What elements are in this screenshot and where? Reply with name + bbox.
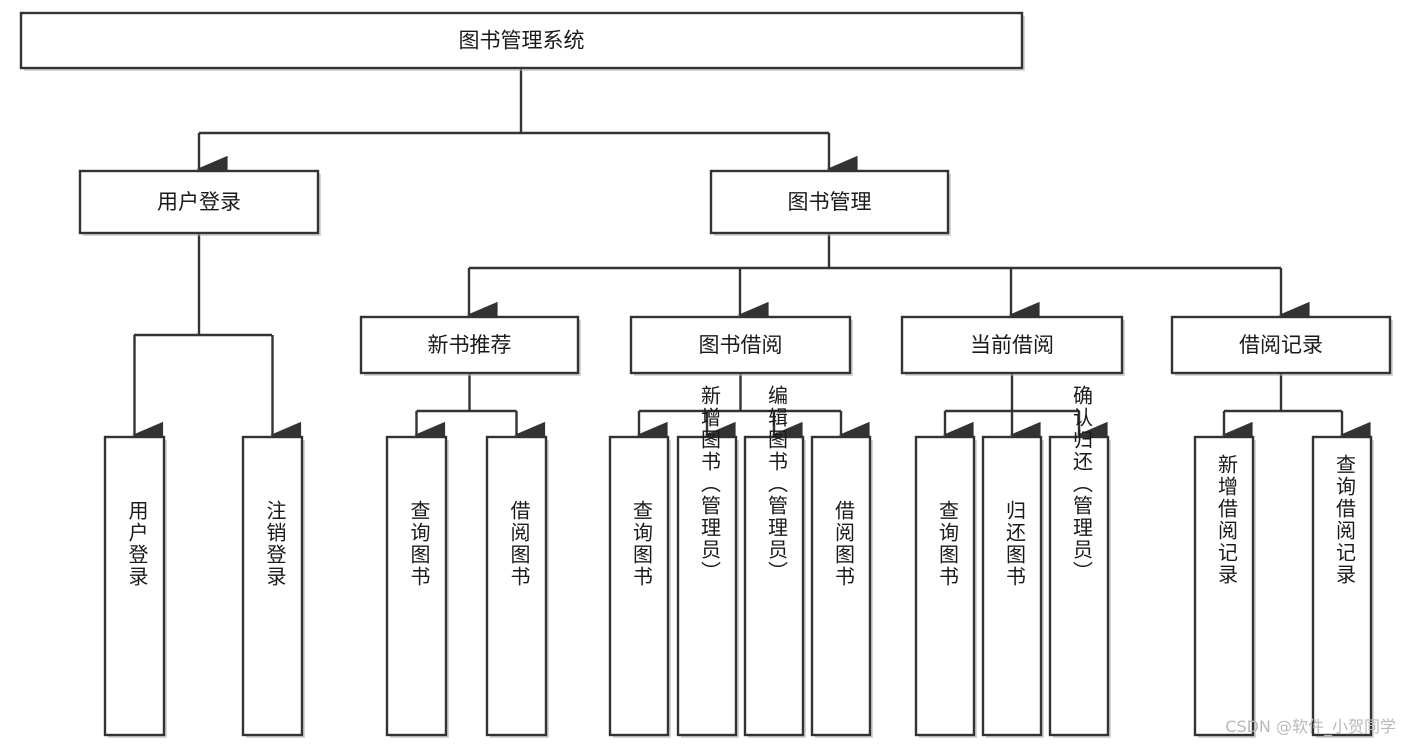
node-leaf-8[interactable]: 查询图书 [914,435,976,737]
node-level3-1-label: 图书借阅 [699,333,783,357]
node-leaf-11[interactable]: 新增借阅记录 [1193,435,1255,737]
node-leaf-6[interactable]: 编辑图书（管理员） [743,385,805,737]
node-level3-0-box[interactable] [359,315,580,375]
node-leaf-3-label: 借阅图书 [507,500,531,588]
node-level3-2[interactable]: 当前借阅 [900,315,1124,375]
node-leaf-2-box[interactable] [385,435,448,737]
node-leaf-5-box[interactable] [676,435,738,737]
node-level3-0[interactable]: 新书推荐 [359,315,580,375]
node-root-图书管理系统-box[interactable] [19,11,1024,70]
node-leaf-11-label: 新增借阅记录 [1215,454,1239,586]
node-leaf-5[interactable]: 新增图书（管理员） [676,385,738,737]
node-leaf-10-label: 确认归还（管理员） [1070,385,1094,583]
node-level2-0-label: 用户登录 [157,190,241,214]
node-leaf-9-label: 归还图书 [1003,500,1027,588]
node-leaf-0[interactable]: 用户登录 [103,435,166,737]
node-leaf-7-box[interactable] [810,435,872,737]
node-leaf-10-box[interactable] [1048,435,1110,737]
node-level3-3-label: 借阅记录 [1239,333,1323,357]
node-level3-3-box[interactable] [1170,315,1392,375]
nodes-layer: 图书管理系统用户登录图书管理新书推荐图书借阅当前借阅借阅记录用户登录注销登录查询… [19,11,1393,738]
node-level3-2-box[interactable] [900,315,1124,375]
node-leaf-7[interactable]: 借阅图书 [810,435,872,737]
node-level3-2-label: 当前借阅 [970,333,1054,357]
node-leaf-6-box[interactable] [743,435,805,737]
node-leaf-12-box[interactable] [1311,435,1373,737]
node-level3-3[interactable]: 借阅记录 [1170,315,1392,375]
node-level2-0-box[interactable] [78,169,320,235]
node-leaf-11-box[interactable] [1193,435,1255,737]
node-leaf-3-box[interactable] [485,435,548,737]
node-leaf-6-label: 编辑图书（管理员） [765,385,789,583]
node-leaf-10[interactable]: 确认归还（管理员） [1048,385,1110,737]
node-level2-0[interactable]: 用户登录 [78,169,320,235]
edges-layer [132,68,1371,449]
node-leaf-3[interactable]: 借阅图书 [485,435,548,737]
node-leaf-1-box[interactable] [241,435,304,737]
node-leaf-2-label: 查询图书 [407,500,431,588]
node-leaf-12[interactable]: 查询借阅记录 [1311,435,1373,737]
csdn-watermark: CSDN @软件_小贺同学 [1225,717,1396,737]
node-leaf-4-box[interactable] [608,435,670,737]
node-level3-1[interactable]: 图书借阅 [629,315,852,375]
node-leaf-0-box[interactable] [103,435,166,737]
node-root-图书管理系统[interactable]: 图书管理系统 [19,11,1024,70]
node-leaf-1[interactable]: 注销登录 [241,435,304,737]
node-leaf-0-label: 用户登录 [125,500,149,588]
node-leaf-9[interactable]: 归还图书 [981,435,1043,737]
node-leaf-4-label: 查询图书 [630,500,654,588]
node-leaf-7-label: 借阅图书 [832,500,856,588]
node-level2-1[interactable]: 图书管理 [709,169,950,235]
node-leaf-4[interactable]: 查询图书 [608,435,670,737]
node-leaf-8-box[interactable] [914,435,976,737]
node-level2-1-box[interactable] [709,169,950,235]
node-leaf-8-label: 查询图书 [936,500,960,588]
node-leaf-5-label: 新增图书（管理员） [698,385,722,583]
node-leaf-2[interactable]: 查询图书 [385,435,448,737]
node-level3-0-label: 新书推荐 [428,333,512,357]
node-root-图书管理系统-label: 图书管理系统 [459,29,585,53]
node-leaf-9-box[interactable] [981,435,1043,737]
node-level3-1-box[interactable] [629,315,852,375]
node-level2-1-label: 图书管理 [788,190,872,214]
node-leaf-12-label: 查询借阅记录 [1333,454,1357,586]
node-leaf-1-label: 注销登录 [263,500,287,588]
